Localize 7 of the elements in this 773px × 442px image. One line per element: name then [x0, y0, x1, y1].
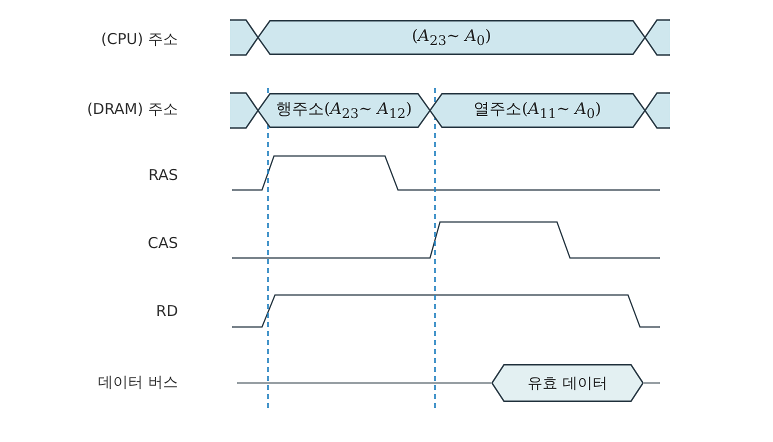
signal-name: 데이터 버스: [97, 373, 178, 392]
signal-name: CAS: [146, 234, 178, 252]
data-value-box: 유효 데이터: [492, 364, 643, 402]
signal-name: RD: [155, 302, 178, 320]
signal-name: (CPU) 주소: [100, 30, 178, 49]
signal-name: RAS: [147, 166, 178, 184]
signal-name: (DRAM) 주소: [86, 100, 178, 119]
